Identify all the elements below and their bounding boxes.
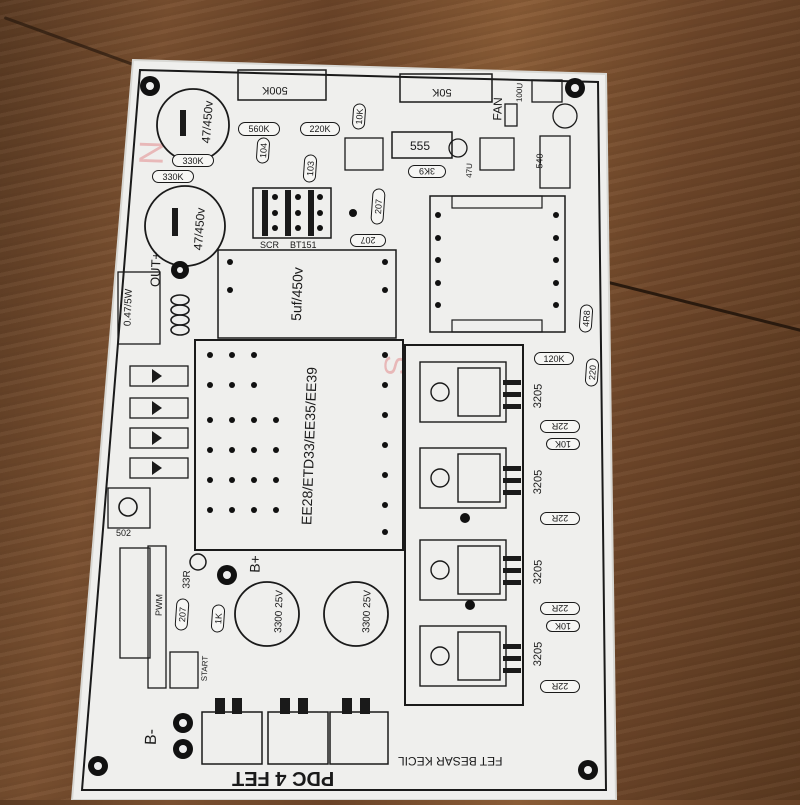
board-subtitle: FET BESAR KECIL	[398, 754, 503, 768]
ic-555-label: 555	[410, 139, 431, 153]
cap-100u-label: 100U	[514, 82, 525, 103]
b-plus-label: B+	[246, 554, 264, 574]
cap-out-1-label: 3300 25V	[273, 589, 286, 634]
b-minus-label: B-	[142, 728, 161, 746]
out-plus-label: OUT+	[147, 251, 164, 288]
board-title: PDC 4 FET	[232, 767, 335, 789]
fet-4-label: 3205	[531, 641, 545, 667]
fet-2-label: 3205	[531, 469, 545, 495]
resistor-120k: 120K	[534, 352, 574, 365]
resistor-560k: 560K	[238, 122, 280, 136]
pot-50k-label: 50K	[432, 86, 452, 98]
pot-502-label: 502	[116, 528, 132, 538]
cap-filter-2-label: 47/450v	[190, 207, 208, 251]
resistor-22r-2: 22R	[540, 512, 580, 525]
cap-filter-1-label: 47/450v	[198, 100, 216, 144]
resistor-22r-4: 22R	[540, 680, 580, 693]
res-33r-label: 33R	[181, 570, 193, 589]
diode-207-3: 207	[174, 598, 190, 631]
start-label: START	[199, 655, 210, 682]
fan-label: FAN	[490, 97, 506, 121]
resistor-220k: 220K	[300, 122, 340, 136]
resistor-4r8: 4R8	[578, 304, 594, 333]
scr-label: SCR	[260, 240, 280, 250]
resistor-10k-small: 10K	[351, 103, 367, 130]
diode-207-1: 207	[350, 234, 386, 247]
resistor-10k-1: 10K	[546, 438, 580, 450]
cap-5uf-label: 5uf/450v	[287, 266, 306, 322]
resistor-103: 103	[302, 154, 318, 183]
svg-text:N: N	[131, 140, 170, 166]
resistor-0-47-label: 0.47/5W	[122, 288, 135, 327]
resistor-330k-1: 330K	[172, 154, 214, 167]
fet-1-label: 3205	[531, 383, 545, 409]
pot-500k-label: 500K	[262, 84, 288, 96]
resistor-330k-2: 330K	[152, 170, 194, 183]
fet-3-label: 3205	[531, 559, 545, 585]
resistor-104: 104	[255, 137, 271, 164]
cap-47u-label: 47U	[464, 163, 475, 178]
resistor-540-label: 540	[534, 153, 545, 169]
resistor-22r-1: 22R	[540, 420, 580, 433]
resistor-1k: 1K	[210, 604, 226, 633]
scr-part-label: BT151	[290, 240, 317, 250]
diode-207-2: 207	[370, 188, 386, 225]
pwm-label: PWM	[153, 593, 165, 617]
cap-out-2-label: 3300 25V	[361, 589, 374, 634]
resistor-10k-2: 10K	[546, 620, 580, 632]
resistor-3k9: 3K9	[408, 165, 446, 178]
resistor-220: 220	[584, 358, 600, 387]
resistor-22r-3: 22R	[540, 602, 580, 615]
